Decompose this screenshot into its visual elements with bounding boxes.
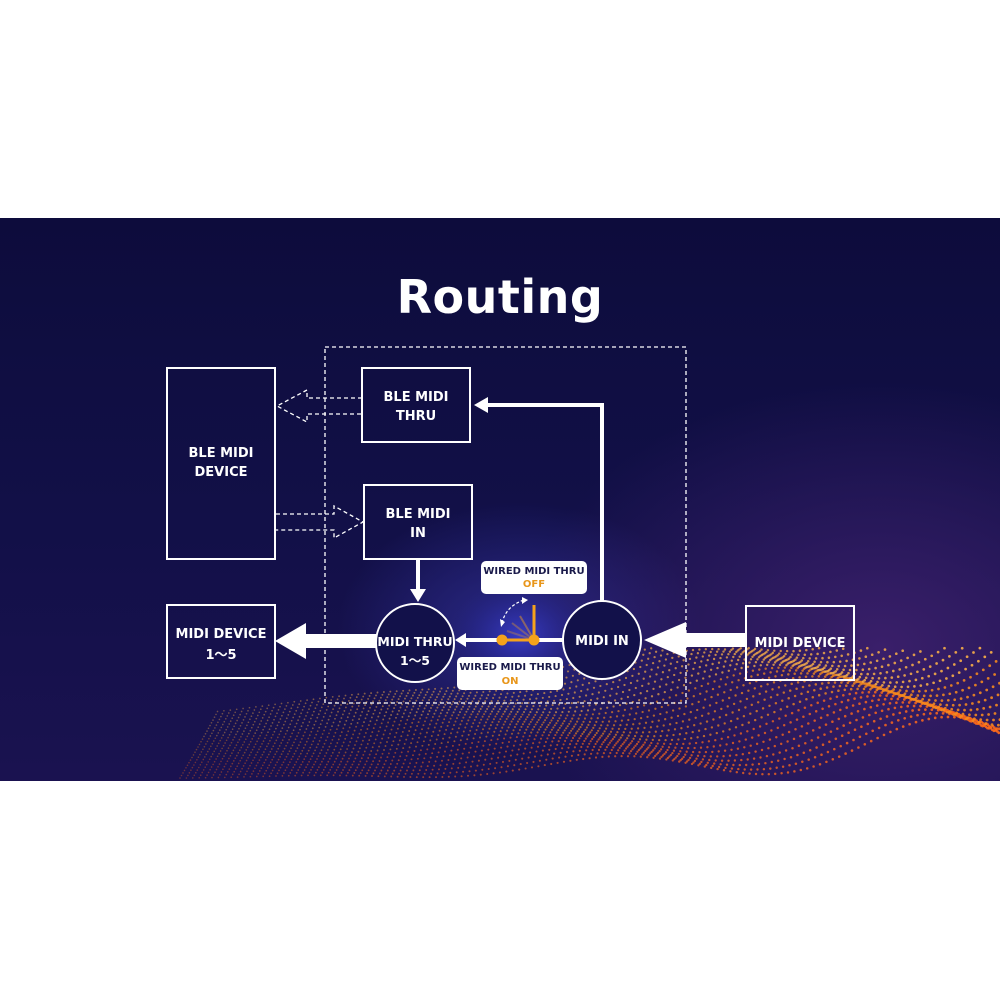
ble-midi-thru-label-line2: THRU xyxy=(396,409,436,424)
midi-device-in-label: MIDI DEVICE xyxy=(755,636,846,651)
midi-thru-label-line2: 1～5 xyxy=(400,653,430,668)
callout-wired-midi-thru-on: WIRED MIDI THRU ON xyxy=(457,657,563,690)
ble-midi-thru-label-line1: BLE MIDI xyxy=(384,390,449,405)
routing-panel: Routing BLE MIDI DEVICE BLE MIDI THRU xyxy=(0,218,1000,781)
arrow-ble-thru-to-device xyxy=(275,388,362,424)
particle-wave-decoration xyxy=(179,646,1000,779)
arrow-device-to-ble-in xyxy=(276,504,365,540)
midi-thru-label-line1: MIDI THRU xyxy=(377,634,452,649)
callout-off-state: OFF xyxy=(523,579,545,590)
midi-in-node: MIDI IN xyxy=(562,600,642,680)
wired-midi-thru-switch xyxy=(455,597,563,647)
callout-wired-midi-thru-off: WIRED MIDI THRU OFF xyxy=(481,561,587,594)
midi-in-label: MIDI IN xyxy=(575,634,629,649)
arrow-midi-device-to-midi-in xyxy=(644,622,746,658)
ble-midi-in-block: BLE MIDI IN xyxy=(363,484,473,560)
ble-midi-device-block: BLE MIDI DEVICE xyxy=(166,367,276,560)
ble-midi-thru-block: BLE MIDI THRU xyxy=(361,367,471,443)
midi-device-out-block: MIDI DEVICE 1～5 xyxy=(166,604,276,679)
routing-diagram: BLE MIDI DEVICE BLE MIDI THRU BLE MIDI I… xyxy=(166,346,1000,779)
callout-off-label: WIRED MIDI THRU xyxy=(483,566,584,577)
ble-midi-in-label-line2: IN xyxy=(410,526,426,541)
arrow-ble-in-to-midi-thru xyxy=(410,559,426,602)
arrow-midi-in-to-ble-thru xyxy=(474,397,604,601)
ble-midi-device-label-line2: DEVICE xyxy=(195,465,248,480)
switch-contact-left xyxy=(496,634,508,646)
ble-midi-device-label-line1: BLE MIDI xyxy=(189,446,254,461)
midi-thru-node: MIDI THRU 1～5 xyxy=(375,603,455,683)
page-title: Routing xyxy=(396,270,604,324)
callout-on-label: WIRED MIDI THRU xyxy=(459,662,560,673)
ble-midi-in-label-line1: BLE MIDI xyxy=(386,507,451,522)
unit-enclosure xyxy=(324,346,687,704)
arrow-midi-thru-to-midi-device xyxy=(275,623,377,659)
midi-device-out-label-line2: 1～5 xyxy=(205,648,236,663)
switch-pivot xyxy=(528,634,540,646)
callout-on-state: ON xyxy=(502,676,519,687)
midi-device-out-label-line1: MIDI DEVICE xyxy=(176,627,267,642)
